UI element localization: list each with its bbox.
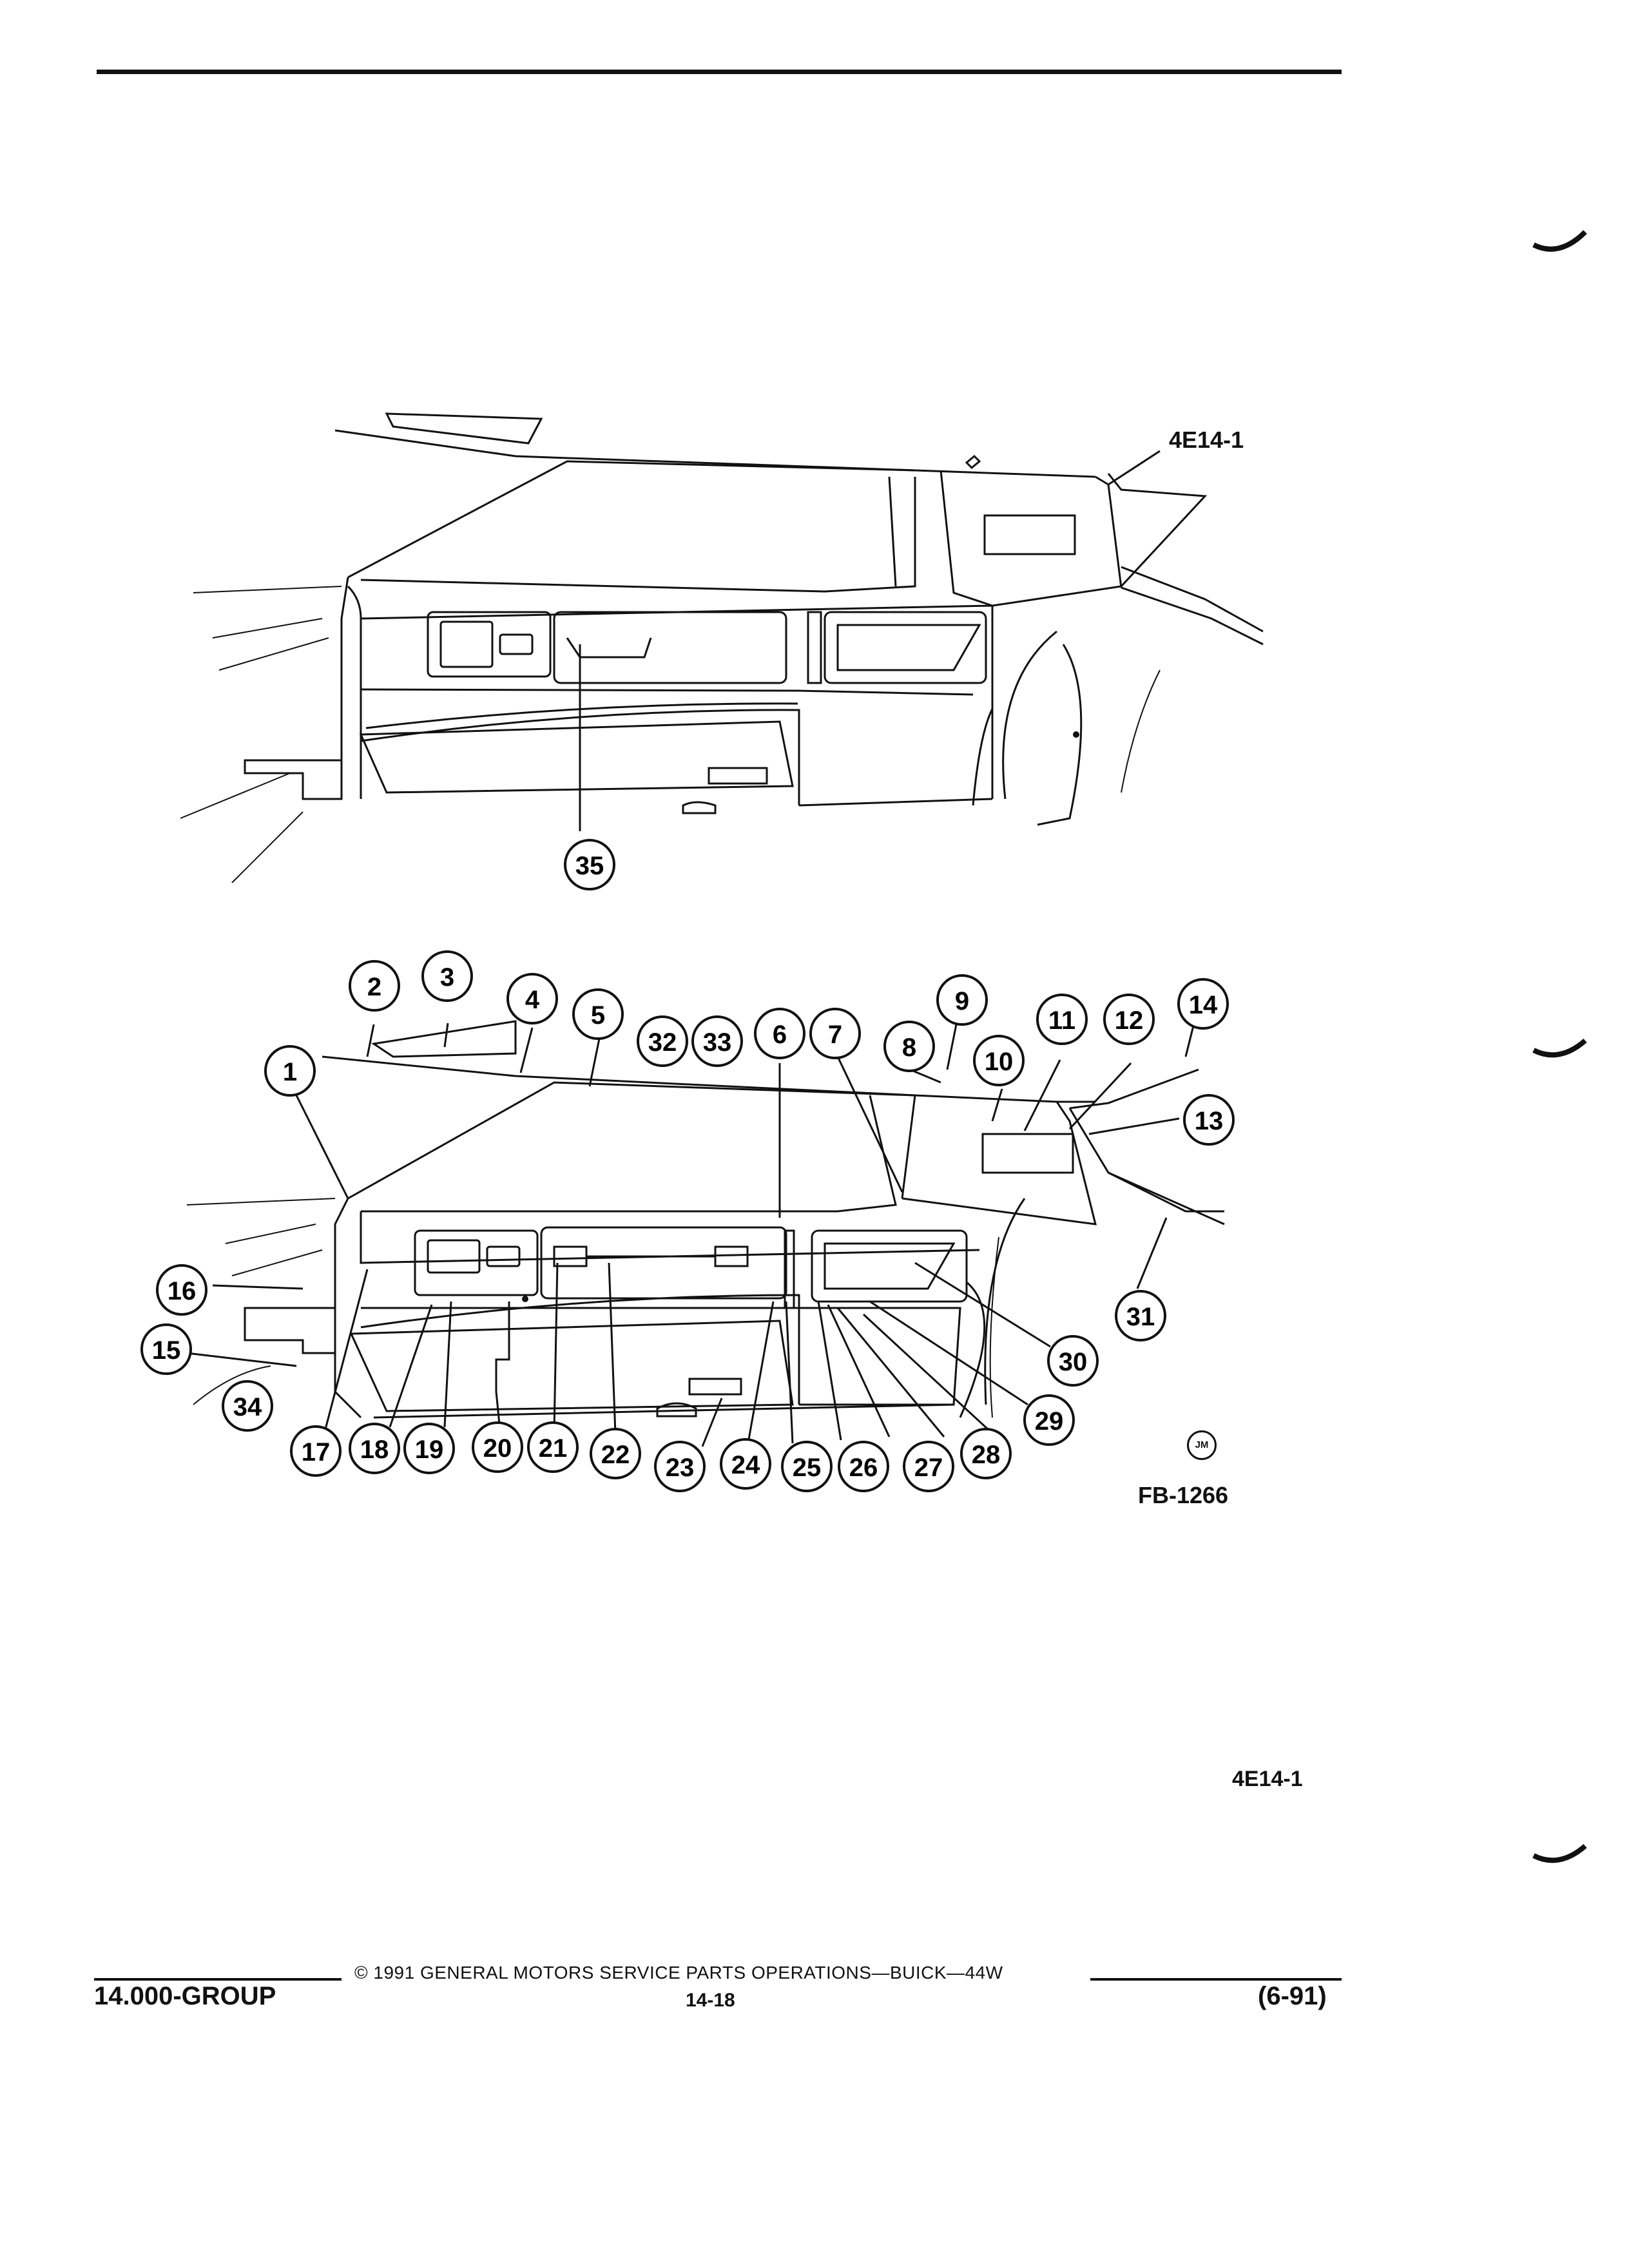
artist-mark: JM	[1187, 1430, 1217, 1460]
callout-2: 2	[349, 960, 400, 1012]
callout-18: 18	[349, 1423, 400, 1474]
callout-11-label: 11	[1048, 1006, 1075, 1035]
figure-ref-top: 4E14-1	[1169, 427, 1244, 453]
callout-10-label: 10	[985, 1048, 1014, 1076]
margin-mark-1	[1532, 230, 1587, 252]
figure-ref-bottom: 4E14-1	[1232, 1767, 1303, 1791]
footer-rule-left	[94, 1978, 342, 1981]
callout-26: 26	[838, 1441, 889, 1492]
callout-16-label: 16	[168, 1277, 197, 1305]
callout-30-label: 30	[1059, 1348, 1088, 1376]
callout-35: 35	[564, 839, 615, 890]
callout-16: 16	[156, 1264, 207, 1316]
callout-12-label: 12	[1115, 1006, 1144, 1035]
callout-6: 6	[754, 1008, 805, 1059]
callout-12: 12	[1103, 994, 1155, 1045]
callout-28-label: 28	[972, 1441, 1001, 1469]
callout-17: 17	[290, 1425, 342, 1477]
lower-drawing	[186, 1020, 1225, 1419]
callout-6-label: 6	[773, 1021, 787, 1049]
callout-18-label: 18	[360, 1436, 389, 1464]
callout-20-label: 20	[483, 1434, 512, 1463]
margin-mark-2	[1532, 1038, 1587, 1058]
callout-3: 3	[421, 950, 473, 1002]
callout-30: 30	[1047, 1335, 1099, 1387]
figure-code: FB-1266	[1138, 1482, 1229, 1508]
callout-29-label: 29	[1035, 1407, 1064, 1436]
upper-drawing	[180, 412, 1264, 883]
callout-9: 9	[936, 974, 988, 1026]
callout-27-label: 27	[914, 1454, 943, 1482]
callout-26-label: 26	[849, 1454, 878, 1482]
callout-1-label: 1	[283, 1058, 297, 1086]
callout-19-label: 19	[415, 1436, 444, 1464]
callout-24: 24	[720, 1438, 771, 1490]
leader-lines	[186, 1017, 1197, 1447]
callout-28: 28	[960, 1428, 1012, 1479]
callout-8-label: 8	[902, 1033, 916, 1062]
footer-copyright: © 1991 GENERAL MOTORS SERVICE PARTS OPER…	[354, 1963, 1003, 1983]
footer-date: (6-91)	[1258, 1982, 1327, 2010]
callout-15-label: 15	[152, 1336, 181, 1365]
callout-5-label: 5	[591, 1001, 605, 1030]
callout-21-label: 21	[539, 1434, 568, 1463]
callout-31-label: 31	[1126, 1303, 1155, 1331]
callout-5: 5	[572, 988, 624, 1040]
callout-33: 33	[691, 1015, 743, 1067]
callout-29: 29	[1023, 1394, 1075, 1446]
callout-9-label: 9	[955, 987, 969, 1015]
top-rule	[97, 70, 1342, 74]
callout-14-label: 14	[1189, 991, 1218, 1019]
callout-13: 13	[1183, 1094, 1235, 1146]
callout-1: 1	[264, 1045, 316, 1097]
callout-3-label: 3	[440, 963, 454, 992]
callout-33-label: 33	[703, 1028, 732, 1057]
callout-34: 34	[222, 1380, 273, 1432]
callout-34-label: 34	[233, 1393, 262, 1421]
callout-14: 14	[1177, 978, 1229, 1030]
callout-2-label: 2	[367, 973, 381, 1001]
callout-10: 10	[973, 1035, 1025, 1086]
callout-7-label: 7	[828, 1021, 842, 1049]
callout-35-label: 35	[575, 852, 604, 880]
callout-11: 11	[1036, 994, 1088, 1045]
callout-4-label: 4	[525, 986, 540, 1014]
callout-4: 4	[506, 973, 558, 1024]
footer-group: 14.000-GROUP	[94, 1982, 276, 2010]
callout-23-label: 23	[666, 1454, 695, 1482]
callout-31: 31	[1115, 1290, 1166, 1341]
callout-23: 23	[654, 1441, 706, 1492]
callout-19: 19	[403, 1423, 455, 1474]
callout-13-label: 13	[1195, 1107, 1224, 1135]
callout-27: 27	[903, 1441, 954, 1492]
callout-32-label: 32	[648, 1028, 677, 1057]
callout-32: 32	[637, 1015, 688, 1067]
callout-25-label: 25	[793, 1454, 822, 1482]
callout-17-label: 17	[302, 1438, 331, 1466]
callout-25: 25	[781, 1441, 833, 1492]
callout-8: 8	[883, 1021, 935, 1072]
margin-mark-3	[1532, 1843, 1587, 1863]
callout-20: 20	[472, 1421, 523, 1473]
footer-page-number: 14-18	[686, 1990, 735, 2011]
callout-24-label: 24	[731, 1451, 760, 1479]
callout-22-label: 22	[601, 1441, 630, 1469]
callout-7: 7	[809, 1008, 861, 1059]
footer-rule-right	[1090, 1978, 1342, 1981]
callout-15: 15	[140, 1323, 192, 1375]
callout-21: 21	[527, 1421, 579, 1473]
callout-22: 22	[590, 1428, 641, 1479]
